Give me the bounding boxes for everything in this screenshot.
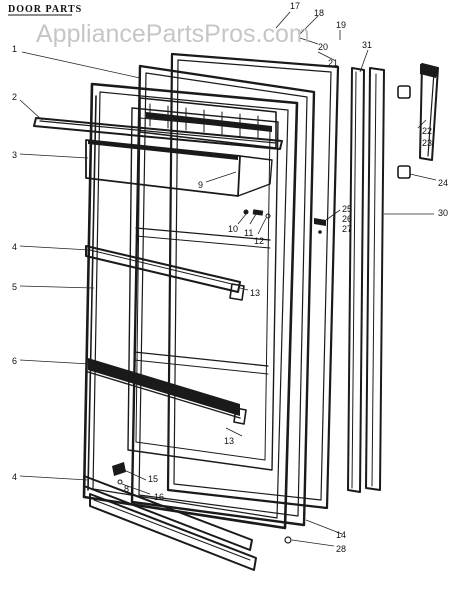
callout-19: 19	[336, 20, 346, 30]
part-dairy-compartment	[139, 97, 277, 149]
callout-13-upper: 13	[250, 288, 260, 298]
part-screw	[284, 536, 292, 544]
door-outer-panel	[130, 64, 316, 527]
callout-2: 2	[12, 92, 17, 102]
callout-4: 4	[12, 242, 17, 252]
callout-18: 18	[314, 8, 324, 18]
part-dairy-door	[85, 139, 273, 197]
callout-10: 10	[228, 224, 238, 234]
callout-31: 31	[362, 40, 372, 50]
part-upper-shelf-bar	[85, 245, 245, 301]
callout-28: 28	[336, 544, 346, 554]
part-hinge-hardware	[243, 209, 271, 219]
callout-11: 11	[244, 228, 253, 238]
callout-26: 26	[342, 214, 352, 224]
callout-9: 9	[198, 180, 203, 190]
callout-21: 21	[328, 58, 338, 68]
header-text: DOOR PARTS	[8, 4, 82, 15]
part-handle-caps	[397, 85, 411, 179]
callout-14: 14	[336, 530, 346, 540]
part-lower-shelf-bar	[87, 358, 247, 425]
door-gasket	[166, 52, 340, 510]
callout-5: 5	[12, 282, 17, 292]
callout-17: 17	[290, 1, 300, 11]
callout-27: 27	[342, 224, 352, 234]
callout-6: 6	[12, 356, 17, 366]
callout-1: 1	[12, 44, 17, 54]
leader-lines	[19, 11, 437, 547]
part-bottom-trim-bar	[83, 475, 257, 571]
callout-4-bottom: 4	[12, 472, 17, 482]
callout-12: 12	[254, 236, 264, 246]
callout-24: 24	[438, 178, 448, 188]
part-side-hardware	[314, 218, 326, 234]
part-top-rail	[33, 117, 283, 150]
callout-30: 30	[438, 208, 448, 218]
callout-13-lower: 13	[224, 436, 234, 446]
callout-labels: 1 2 3 4 5 6 4 9 10 11 12 13 13 14 15 16 …	[12, 1, 448, 554]
part-side-rail	[87, 95, 97, 491]
callout-20: 20	[318, 42, 328, 52]
part-breaker-strips	[347, 67, 385, 493]
callout-22: 22	[422, 126, 432, 136]
callout-8: 8	[124, 484, 129, 494]
callout-23: 23	[422, 138, 432, 148]
door-liner	[82, 82, 299, 530]
callout-25: 25	[342, 204, 352, 214]
watermark: AppliancePartsPros.com	[36, 20, 310, 48]
part-bottom-hardware	[112, 462, 126, 485]
callout-16: 16	[154, 492, 164, 502]
part-door-handle	[419, 63, 439, 161]
callout-15: 15	[148, 474, 158, 484]
callout-3: 3	[12, 150, 17, 160]
